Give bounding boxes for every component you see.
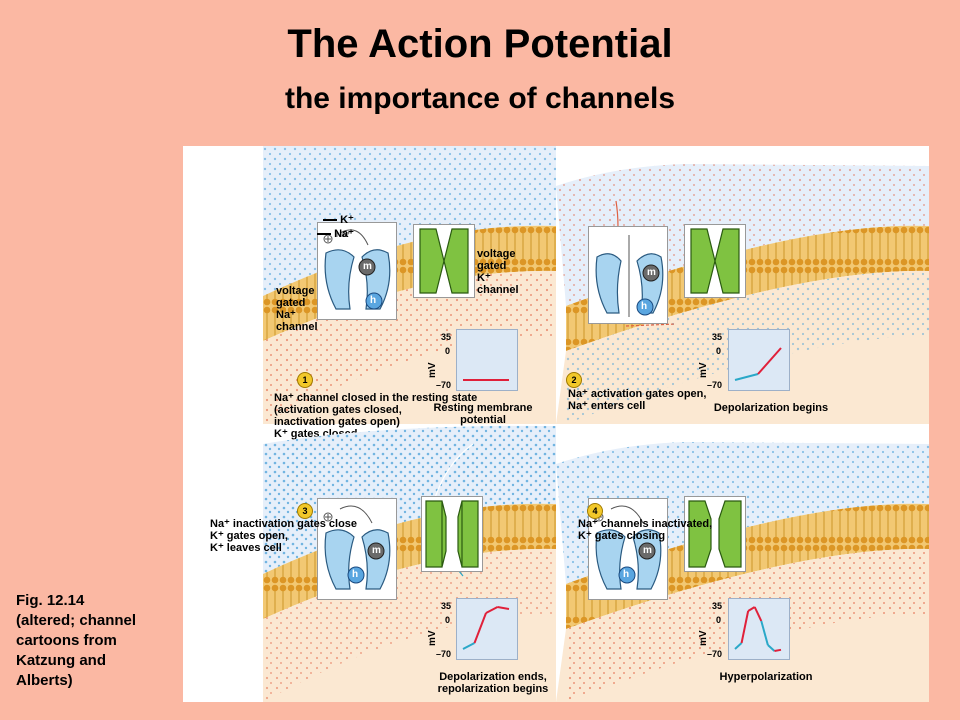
step-badge: 2 bbox=[566, 372, 582, 388]
na-channel-cartoon: m h bbox=[317, 498, 397, 600]
trace-svg bbox=[734, 347, 782, 381]
gate-m-label: m bbox=[363, 261, 372, 272]
tick-35: 35 bbox=[712, 601, 723, 611]
axis-mv: mV bbox=[698, 630, 709, 646]
legend-k: K⁺ bbox=[323, 214, 354, 226]
tick-0: 0 bbox=[445, 346, 451, 356]
step-badge: 1 bbox=[297, 372, 313, 388]
trace-segment bbox=[753, 606, 763, 622]
page-title: The Action Potential bbox=[287, 22, 673, 66]
panel-4: m h 4 Na⁺ channels inactivated,K⁺ gates … bbox=[556, 424, 929, 702]
k-channel-cartoon bbox=[413, 224, 475, 298]
axis-mv: mV bbox=[427, 630, 438, 646]
page-subtitle: the importance of channels bbox=[284, 82, 676, 115]
step-badge: 4 bbox=[587, 503, 603, 519]
trace-segment bbox=[747, 606, 756, 612]
trace-segment bbox=[473, 612, 487, 644]
tick-0: 0 bbox=[716, 615, 722, 625]
trace-segment bbox=[774, 648, 782, 652]
gate-h-label: h bbox=[623, 569, 630, 580]
gate-m-label: m bbox=[372, 545, 381, 556]
legend-na: Na⁺ bbox=[317, 228, 354, 240]
axis-mv: mV bbox=[427, 362, 438, 378]
step-description: Na⁺ activation gates open,Na⁺ enters cel… bbox=[568, 388, 707, 412]
graph-title: Depolarization begins bbox=[713, 402, 829, 414]
tick-minus70: –70 bbox=[707, 380, 723, 390]
tick-35: 35 bbox=[441, 601, 452, 611]
trace-segment bbox=[740, 610, 750, 644]
k-channel-cartoon bbox=[684, 224, 746, 298]
gate-h-label: h bbox=[352, 569, 359, 580]
trace-svg bbox=[462, 606, 510, 650]
trace-segment bbox=[497, 606, 510, 610]
trace-svg bbox=[463, 379, 509, 381]
gate-h-label: h bbox=[370, 295, 377, 306]
step-description: Na⁺ channel closed in the resting state(… bbox=[274, 392, 478, 440]
trace-segment bbox=[760, 620, 769, 646]
trace-segment bbox=[734, 373, 759, 381]
k-channel-cartoon bbox=[684, 496, 746, 572]
k-channel-cartoon bbox=[421, 496, 483, 572]
tick-minus70: –70 bbox=[436, 380, 452, 390]
na-ion-label: Na⁺ bbox=[336, 230, 351, 239]
tick-minus70: –70 bbox=[707, 649, 723, 659]
gate-m-label: m bbox=[643, 545, 652, 556]
step-badge: 3 bbox=[297, 503, 313, 519]
voltage-graph bbox=[456, 598, 518, 660]
trace-segment bbox=[767, 644, 776, 652]
trace-svg bbox=[734, 606, 782, 652]
gate-m-label: m bbox=[647, 267, 656, 278]
tick-minus70: –70 bbox=[436, 649, 452, 659]
tick-35: 35 bbox=[712, 332, 723, 342]
graph-title: Hyperpolarization bbox=[719, 671, 813, 683]
tick-0: 0 bbox=[716, 346, 722, 356]
panel-2: m h 2 Na⁺ activation gates open,Na⁺ ente… bbox=[556, 146, 929, 424]
trace-segment bbox=[462, 642, 475, 650]
trace-segment bbox=[485, 606, 498, 614]
tick-0: 0 bbox=[445, 615, 451, 625]
voltage-graph bbox=[728, 329, 790, 391]
voltage-graph bbox=[456, 329, 518, 391]
trace-segment bbox=[757, 347, 782, 375]
step-description: Na⁺ channels inactivated,K⁺ gates closin… bbox=[578, 518, 713, 542]
voltage-graph bbox=[728, 598, 790, 660]
tick-35: 35 bbox=[441, 332, 452, 342]
figure-caption: Fig. 12.14 (altered; channel cartoons fr… bbox=[16, 592, 137, 689]
graph-title: Depolarization ends,repolarization begin… bbox=[437, 671, 549, 695]
gate-h-label: h bbox=[641, 301, 648, 312]
axis-mv: mV bbox=[698, 362, 709, 378]
na-channel-cartoon: m h bbox=[588, 226, 668, 324]
trace-segment bbox=[734, 642, 743, 650]
